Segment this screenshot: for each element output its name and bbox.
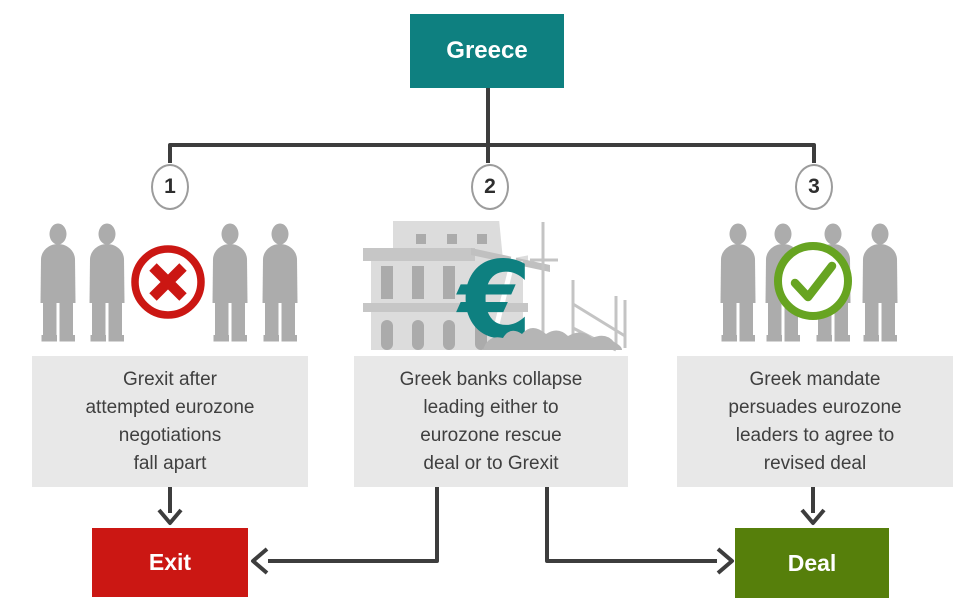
scenario-3-line: Greek mandate	[749, 368, 881, 390]
greece-root-node: Greece	[410, 14, 564, 88]
arrow-scenario3-to-deal-head	[800, 508, 826, 525]
deal-label: Deal	[787, 549, 837, 576]
scenario-1-line: attempted eurozone	[85, 396, 255, 418]
branch-circle-2: 2	[471, 164, 509, 210]
collapsing-bank-icon: €	[356, 208, 630, 354]
scaffolding-icon	[530, 222, 627, 352]
exit-outcome-node: Exit	[92, 528, 248, 597]
bank-building-icon	[363, 215, 550, 350]
scenario-2-panel: Greek banks collapse leading either to e…	[354, 356, 628, 487]
scenario-3-line: leaders to agree to	[735, 424, 895, 446]
scenario-3-line: persuades eurozone	[728, 396, 902, 418]
branch-number-2: 2	[484, 175, 496, 198]
arrow-scenario2-to-deal-stem	[545, 487, 717, 563]
scenario-1-panel: Grexit after attempted eurozone negotiat…	[32, 356, 308, 487]
cross-circle-icon	[131, 245, 205, 319]
deal-outcome-node: Deal	[735, 528, 889, 598]
crowd-with-cross-icon	[32, 220, 308, 350]
scenario-2-line: eurozone rescue	[420, 424, 562, 446]
check-circle-icon	[774, 242, 852, 320]
scenario-2-line: deal or to Grexit	[423, 452, 559, 474]
arrow-scenario2-to-exit-head	[251, 547, 269, 575]
scenario-1-line: fall apart	[133, 452, 207, 474]
arrow-scenario1-to-exit-head	[157, 508, 183, 525]
scenario-2-line: leading either to	[423, 396, 559, 418]
arrow-scenario2-to-exit-stem	[268, 487, 439, 563]
scenario-3-line: revised deal	[763, 452, 867, 474]
scenario-1-line: negotiations	[118, 424, 222, 446]
scenario-2-line: Greek banks collapse	[399, 368, 583, 390]
branch-number-1: 1	[164, 175, 176, 198]
branch-circle-1: 1	[151, 164, 189, 210]
rubble-icon	[483, 328, 622, 350]
scenario-3-panel: Greek mandate persuades eurozone leaders…	[677, 356, 953, 487]
scenario-1-line: Grexit after	[123, 368, 217, 390]
arrow-scenario2-to-deal-head	[716, 547, 734, 575]
branch-number-3: 3	[808, 175, 820, 198]
greece-label: Greece	[446, 37, 528, 64]
crowd-with-check-icon	[676, 220, 956, 350]
exit-label: Exit	[148, 549, 192, 575]
branch-circle-3: 3	[795, 164, 833, 210]
branch-tree-line	[168, 143, 816, 163]
